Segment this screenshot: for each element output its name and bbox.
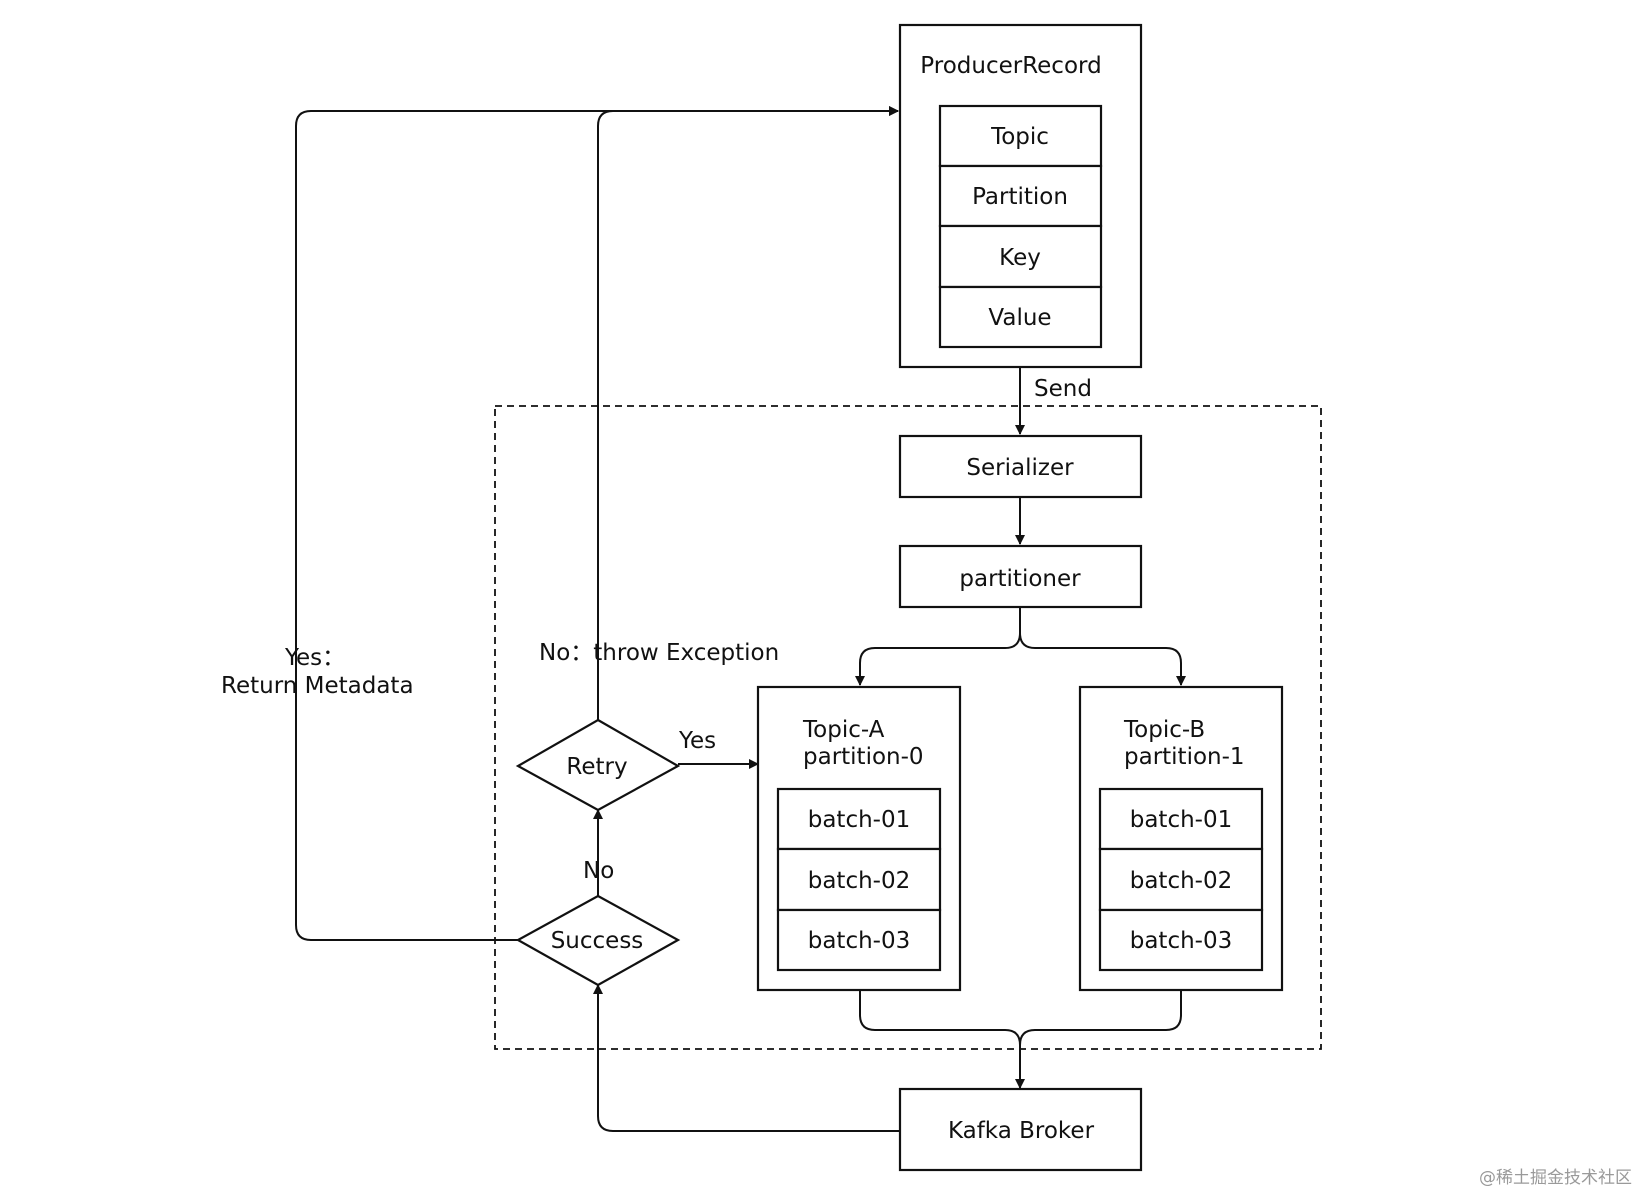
topic-b-batch-02: batch-02 [1130, 868, 1233, 894]
retry-no-to-producer-record-arrow [597, 106, 899, 720]
topic-b-batch-01-box [1098, 787, 1264, 851]
kafka-broker-box [898, 1087, 1143, 1172]
field-value-box [938, 285, 1103, 349]
serializer-label: Serializer [966, 455, 1074, 481]
retry-decision-diamond [515, 718, 681, 812]
field-topic: Topic [990, 124, 1049, 150]
topic-a-batch-02-box [776, 847, 942, 912]
producer-record-title: ProducerRecord [920, 53, 1101, 79]
serializer-box [898, 434, 1143, 499]
topic-a-batch-01: batch-01 [808, 807, 911, 833]
topic-b-batch-03-box [1098, 908, 1264, 972]
partitioner-to-topic-b-arrow [1019, 632, 1186, 686]
partitioner-box [898, 544, 1143, 609]
retry-yes-label: Yes [678, 728, 716, 754]
success-decision-diamond [515, 894, 681, 987]
success-no-label: No [583, 858, 614, 884]
connectors [295, 106, 1186, 1132]
topic-b-batch-01: batch-01 [1130, 807, 1233, 833]
no-throw-exception-label: No：throw Exception [539, 640, 779, 666]
yes-return-label-line2: Return Metadata [221, 673, 414, 699]
partitioner-to-topic-a-arrow [855, 607, 1021, 686]
producer-record: ProducerRecord Topic Partition Key Value [898, 23, 1143, 369]
topic-a-batch-03-box [776, 908, 942, 972]
topic-a-partition: Topic-A partition-0 batch-01 batch-02 ba… [756, 685, 962, 992]
field-value: Value [988, 305, 1051, 331]
topic-b-batch-03: batch-03 [1130, 928, 1233, 954]
topic-a-batch-03: batch-03 [808, 928, 911, 954]
topic-b-subtitle: partition-1 [1124, 744, 1245, 770]
retry-label: Retry [566, 754, 627, 780]
watermark: @稀土掘金技术社区 [1479, 1168, 1632, 1188]
yes-return-label-line1: Yes： [284, 645, 345, 671]
broker-to-success-arrow [593, 984, 900, 1132]
kafka-broker-label: Kafka Broker [948, 1118, 1095, 1144]
topic-b-title: Topic-B [1123, 717, 1205, 743]
topic-a-subtitle: partition-0 [803, 744, 924, 770]
partitions-to-broker-arrow [859, 990, 1025, 1089]
send-label: Send [1034, 376, 1092, 402]
field-partition: Partition [972, 184, 1068, 210]
success-yes-to-producer-record-arrow [295, 106, 899, 941]
producer-internal-boundary [494, 405, 1322, 1050]
field-key: Key [999, 245, 1041, 271]
success-label: Success [551, 928, 644, 954]
partitioner-label: partitioner [959, 566, 1081, 592]
topic-b-batch-02-box [1098, 847, 1264, 912]
topic-b-partition: Topic-B partition-1 batch-01 batch-02 ba… [1078, 685, 1284, 992]
topic-b-merge-line [1019, 990, 1182, 1046]
topic-a-batch-02: batch-02 [808, 868, 911, 894]
topic-a-title: Topic-A [802, 717, 885, 743]
